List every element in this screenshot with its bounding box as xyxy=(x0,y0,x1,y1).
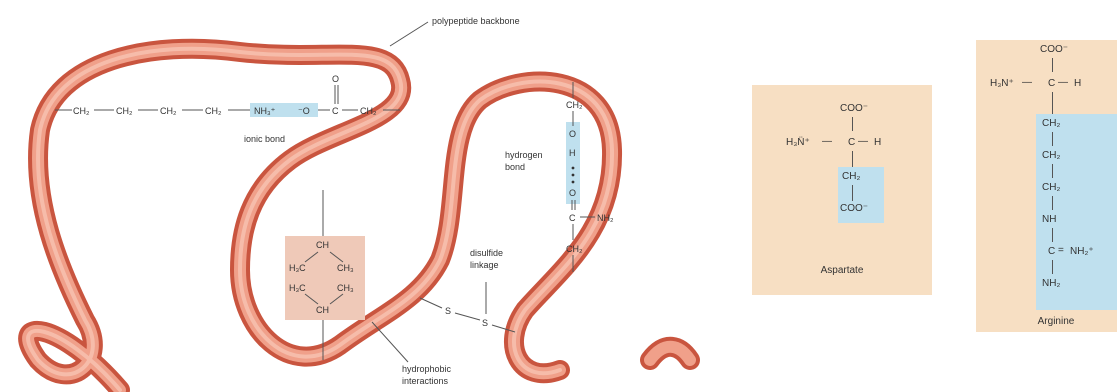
hydrophobic-ch-top: CH xyxy=(316,240,329,250)
arginine-card: COO⁻ H₃N⁺ — C — H CH₂ CH₂ CH₂ NH C = NH₂… xyxy=(976,40,1117,332)
aspartate-name: Aspartate xyxy=(752,265,932,276)
arginine-c-eq: C xyxy=(1048,246,1055,257)
hydrogen-label-2: bond xyxy=(505,162,525,172)
arginine-name: Arginine xyxy=(1016,316,1096,327)
hydrogen-nh2: NH₂ xyxy=(597,213,614,223)
ionic-o-minus: ⁻O xyxy=(298,106,310,116)
hydrophobic-label-1: hydrophobic xyxy=(402,364,452,374)
ionic-o-top: O xyxy=(332,74,339,84)
arginine-ch2-1: CH₂ xyxy=(1042,118,1060,129)
arginine-nh2: NH₂ xyxy=(1042,278,1060,289)
aspartate-ch2: CH₂ xyxy=(842,171,860,182)
aspartate-h3n: H₃N̈⁺ xyxy=(786,137,810,148)
disulfide-s1: S xyxy=(445,306,451,316)
ionic-ch2-e: CH₂ xyxy=(360,106,377,116)
disulfide-label-1: disulfide xyxy=(470,248,503,258)
ionic-ch2-a: CH₂ xyxy=(73,106,90,116)
hydrogen-h: H xyxy=(569,148,576,158)
hydrogen-label-1: hydrogen xyxy=(505,150,543,160)
hydrogen-c: C xyxy=(569,213,576,223)
arginine-coo-top: COO⁻ xyxy=(1040,44,1068,55)
ionic-ch2-d: CH₂ xyxy=(205,106,222,116)
disulfide-s2: S xyxy=(482,318,488,328)
arginine-ch2-2: CH₂ xyxy=(1042,150,1060,161)
polypeptide-backbone xyxy=(28,49,690,390)
hydrogen-o2: O xyxy=(569,188,576,198)
backbone-leader-line xyxy=(390,22,428,46)
hydrogen-o1: O xyxy=(569,129,576,139)
arginine-nh2-plus: NH₂⁺ xyxy=(1070,246,1094,257)
arginine-nh: NH xyxy=(1042,214,1056,225)
disulfide-label-2: linkage xyxy=(470,260,499,270)
hydrophobic-h3c-2: H₃C xyxy=(289,283,306,293)
hydrogen-ch2-top: CH₂ xyxy=(566,100,583,110)
ionic-ch2-c: CH₂ xyxy=(160,106,177,116)
ionic-bond-label: ionic bond xyxy=(244,134,285,144)
backbone-label: polypeptide backbone xyxy=(432,16,520,26)
aspartate-h: H xyxy=(874,137,881,148)
ionic-c: C xyxy=(332,106,339,116)
aspartate-coo-top: COO⁻ xyxy=(840,103,868,114)
hydrophobic-ch3-1: CH₃ xyxy=(337,263,354,273)
hydrogen-ch2-bottom: CH₂ xyxy=(566,244,583,254)
hydrophobic-ch-bottom: CH xyxy=(316,305,329,315)
arginine-h: H xyxy=(1074,78,1081,89)
aspartate-card: COO⁻ H₃N̈⁺ — C — H CH₂ COO⁻ Aspartate xyxy=(752,85,932,295)
hydrophobic-ch3-2: CH₃ xyxy=(337,283,354,293)
hydrophobic-h3c-1: H₃C xyxy=(289,263,306,273)
hydrophobic-label-2: interactions xyxy=(402,376,449,386)
arginine-c: C xyxy=(1048,78,1055,89)
arginine-h3n: H₃N⁺ xyxy=(990,78,1014,89)
ionic-ch2-b: CH₂ xyxy=(116,106,133,116)
aspartate-c: C xyxy=(848,137,855,148)
arginine-ch2-3: CH₂ xyxy=(1042,182,1060,193)
ionic-nh3: NH₃⁺ xyxy=(254,106,276,116)
aspartate-coo-side: COO⁻ xyxy=(840,203,868,214)
